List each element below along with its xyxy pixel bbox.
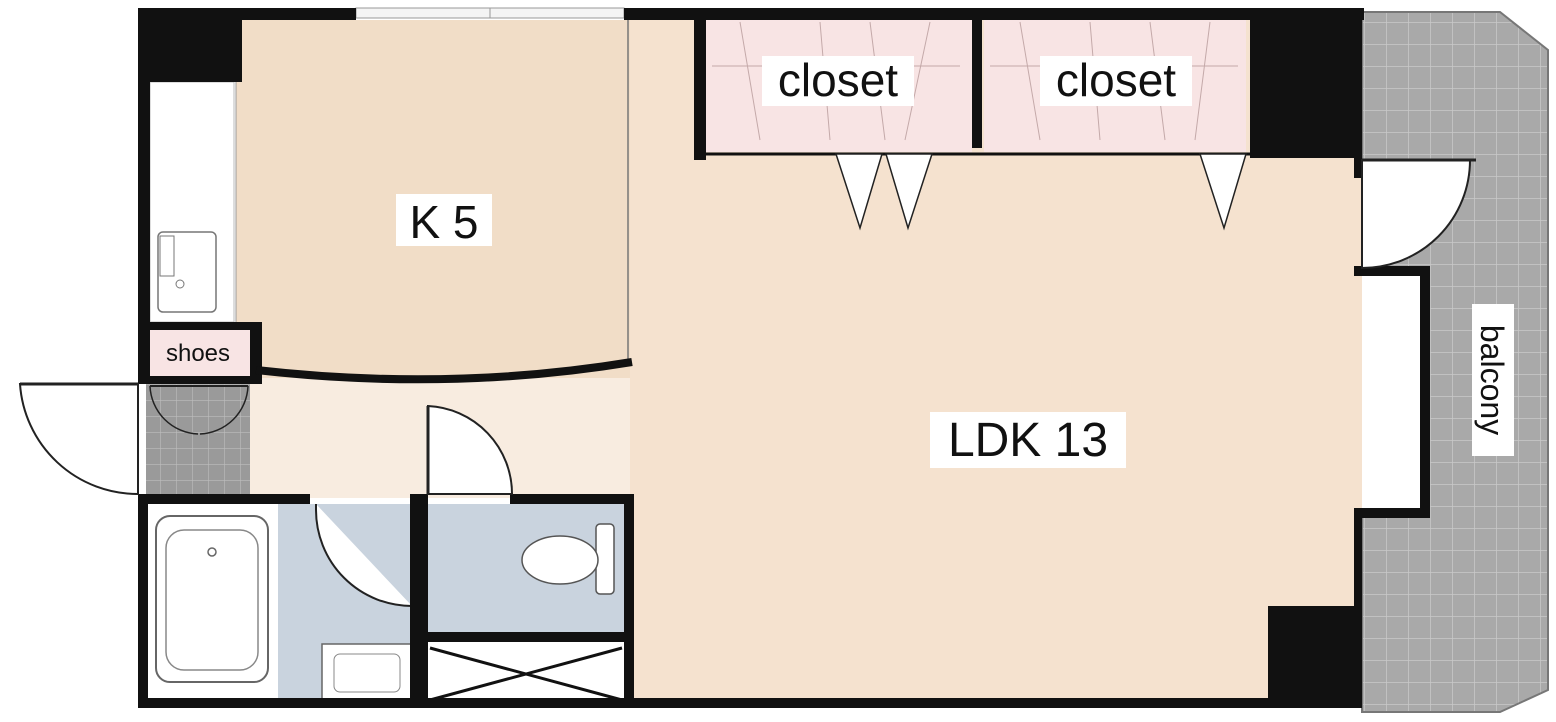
entry-cabinet-doors [149, 385, 249, 435]
faucet [175, 279, 185, 289]
label-ldk: LDK 13 [930, 412, 1126, 468]
storage-cross [429, 646, 623, 702]
label-closet-left: closet [762, 54, 914, 106]
bathtub-drain [207, 547, 217, 557]
label-balcony: balcony [1472, 304, 1514, 456]
svg-text:K 5: K 5 [409, 196, 478, 248]
closet-door-swings [834, 153, 1248, 231]
wash-basin-bowl [333, 653, 401, 693]
label-closet-right: closet [1040, 54, 1192, 106]
window-bay [1362, 276, 1420, 508]
toilet-door [427, 404, 514, 495]
kitchen-sink [157, 231, 217, 313]
shoe-cabinet [146, 330, 252, 376]
toilet-bowl [521, 535, 599, 585]
stove-knobs [159, 235, 175, 277]
kitchen-sliding-door [255, 358, 633, 384]
svg-text:closet: closet [778, 54, 898, 106]
balcony-door [1361, 159, 1472, 270]
washroom-door [315, 504, 413, 607]
bathtub [155, 515, 269, 683]
svg-text:balcony: balcony [1474, 325, 1510, 435]
label-kitchen: K 5 [396, 194, 492, 248]
svg-text:shoes: shoes [166, 340, 230, 367]
entry-tile [146, 384, 250, 496]
entrance-door [18, 383, 139, 496]
svg-text:closet: closet [1056, 54, 1176, 106]
label-shoes: shoes [166, 340, 230, 367]
bathtub-inner [165, 529, 259, 671]
svg-text:LDK 13: LDK 13 [948, 414, 1108, 467]
walls [138, 8, 1430, 708]
